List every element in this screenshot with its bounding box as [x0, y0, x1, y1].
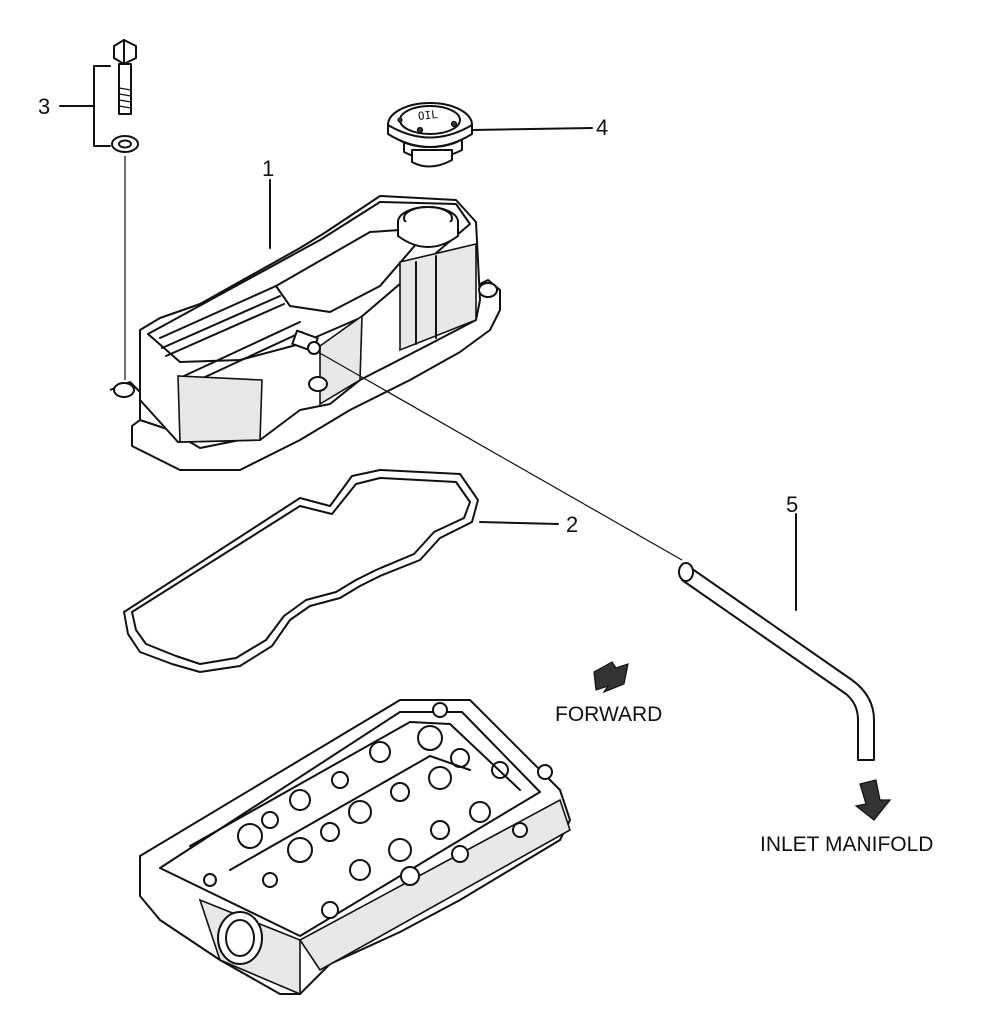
- bolt: [113, 39, 137, 115]
- gasket: [123, 469, 559, 673]
- oil-cap-text: OIL: [417, 107, 439, 124]
- callout-3-bracket: [59, 65, 126, 380]
- callout-4: 4: [596, 115, 609, 140]
- oil-cap: [387, 102, 593, 168]
- cylinder-head: [139, 699, 571, 996]
- callout-5: 5: [786, 492, 799, 517]
- inlet-manifold-label: INLET MANIFOLD: [760, 833, 934, 856]
- breather-connection-line: [317, 351, 683, 561]
- callout-3: 3: [38, 94, 51, 119]
- washer: [111, 135, 139, 153]
- forward-label: FORWARD: [555, 703, 663, 726]
- callout-2: 2: [566, 512, 579, 537]
- breather-hose: [678, 513, 875, 761]
- rocker-cover: [109, 179, 501, 471]
- inlet-arrow-icon: [854, 779, 892, 821]
- callout-1: 1: [262, 156, 275, 181]
- forward-arrow-icon: [593, 661, 629, 694]
